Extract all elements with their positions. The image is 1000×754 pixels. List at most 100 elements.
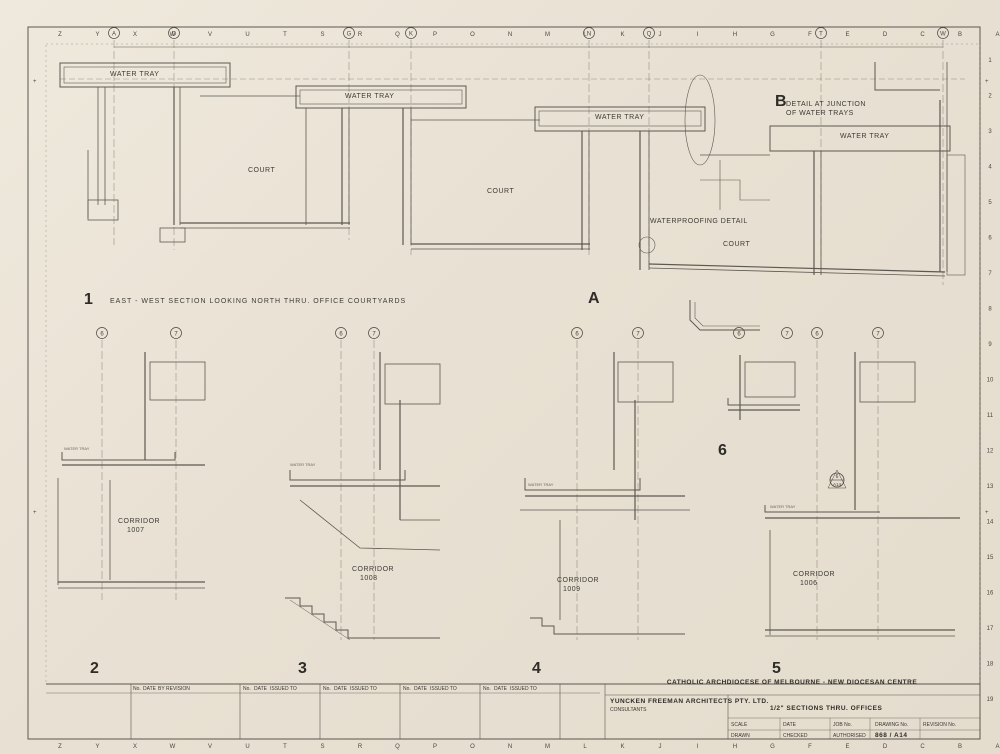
grid-bubble-label: K xyxy=(409,32,413,38)
border-letter: I xyxy=(697,32,699,38)
corridor-label: CORRIDOR xyxy=(557,577,599,584)
court-label-3: COURT xyxy=(723,241,750,248)
border-letter: Y xyxy=(95,744,99,750)
revision-column-header: REVISION xyxy=(166,686,190,692)
detail-callout: 6 A14 xyxy=(827,469,847,489)
issued-column-header: DATE xyxy=(414,686,428,692)
detail-b-title-1: DETAIL AT JUNCTION xyxy=(786,101,866,108)
grid-bubble-label: 6 xyxy=(815,332,819,338)
border-letter: P xyxy=(433,744,437,750)
section-4-drawing xyxy=(520,340,690,640)
border-number: 5 xyxy=(988,200,992,206)
revision-label: REVISION No. xyxy=(923,722,956,728)
grid-bubble xyxy=(108,27,120,39)
authorised-label: AUTHORISED xyxy=(833,733,866,739)
date-label: DATE xyxy=(783,722,797,728)
section-number: 2 xyxy=(90,660,99,677)
grid-bubble xyxy=(632,327,644,339)
border-letter: A xyxy=(995,744,999,750)
detail-a-title: WATERPROOFING DETAIL xyxy=(650,218,748,225)
grid-bubble-label: 6 xyxy=(100,332,104,338)
detail-b-title-2: OF WATER TRAYS xyxy=(786,110,854,117)
border-letter: Z xyxy=(58,32,62,38)
border-letter: J xyxy=(659,744,662,750)
border-letter: T xyxy=(283,32,287,38)
border-number: 2 xyxy=(988,94,992,100)
border-number: 19 xyxy=(987,697,994,703)
water-tray-label-1: WATER TRAY xyxy=(110,71,159,78)
grid-bubble xyxy=(343,27,355,39)
grid-bubble-label: G xyxy=(347,32,352,38)
room-number: 1007 xyxy=(127,527,145,534)
section-1-number: 1 xyxy=(84,291,93,308)
issued-column-header: ISSUED TO xyxy=(430,686,457,692)
border-letter: W xyxy=(170,32,176,38)
drawing-title: 1/2" SECTIONS THRU. OFFICES xyxy=(770,705,882,712)
border-letter: F xyxy=(808,32,812,38)
issued-column-header: ISSUED TO xyxy=(510,686,537,692)
title-consultants: CONSULTANTS xyxy=(610,707,647,713)
section-number: 6 xyxy=(718,442,727,459)
border-letter: K xyxy=(620,32,624,38)
border-letter: P xyxy=(433,32,437,38)
grid-bubble-label: Q xyxy=(647,32,652,38)
border-letter: W xyxy=(170,744,176,750)
revision-column-header: BY xyxy=(158,686,165,692)
border-letter: L xyxy=(583,32,587,38)
border-letter: K xyxy=(620,744,624,750)
border-number: 16 xyxy=(987,591,994,597)
water-tray-label: WATER TRAY xyxy=(528,482,554,487)
section-2-drawing xyxy=(57,340,206,600)
job-no-label: JOB No. xyxy=(833,722,852,728)
border-letter: Y xyxy=(95,32,99,38)
border-number: 6 xyxy=(988,236,992,242)
border-letter: U xyxy=(245,744,249,750)
border-number: 12 xyxy=(987,449,994,455)
water-tray-label-4: WATER TRAY xyxy=(840,133,889,140)
border-letter: D xyxy=(883,744,888,750)
issued-column-header: ISSUED TO xyxy=(350,686,377,692)
border-letter: O xyxy=(470,32,475,38)
grid-bubble-label: 6 xyxy=(575,332,579,338)
water-tray-label: WATER TRAY xyxy=(770,504,796,509)
issued-column-header: DATE xyxy=(494,686,508,692)
revision-column-header: No. xyxy=(133,686,141,692)
grid-bubble-label: 7 xyxy=(636,332,640,338)
border-number: 10 xyxy=(987,378,994,384)
grid-bubble xyxy=(733,327,745,339)
border-number: 1 xyxy=(988,58,992,64)
border-letter: Q xyxy=(395,744,400,750)
room-number: 1006 xyxy=(800,580,818,587)
border-letter: E xyxy=(845,32,849,38)
grid-bubble-label: 7 xyxy=(876,332,880,338)
checked-label: CHECKED xyxy=(783,733,808,739)
section-number: 4 xyxy=(532,660,541,677)
grid-bubble xyxy=(405,27,417,39)
callout-bottom: A14 xyxy=(833,482,842,487)
drawn-label: DRAWN xyxy=(731,733,750,739)
issued-column-header: ISSUED TO xyxy=(270,686,297,692)
grid-bubble xyxy=(872,327,884,339)
detail-a-letter: A xyxy=(588,290,600,307)
border-letter: S xyxy=(320,32,324,38)
border-letter: B xyxy=(958,32,962,38)
border-letter: L xyxy=(583,744,587,750)
border-letter: D xyxy=(883,32,888,38)
border-letter: F xyxy=(808,744,812,750)
border-letter: G xyxy=(770,32,775,38)
corridor-label: CORRIDOR xyxy=(352,566,394,573)
svg-text:+: + xyxy=(33,510,37,516)
section-6-drawing xyxy=(727,355,800,420)
svg-text:+: + xyxy=(985,79,989,85)
water-tray-label-2: WATER TRAY xyxy=(345,93,394,100)
grid-bubble xyxy=(781,327,793,339)
border-letter: J xyxy=(659,32,662,38)
grid-bubble-label: A xyxy=(112,32,116,38)
border-letter: H xyxy=(733,32,737,38)
corridor-label: CORRIDOR xyxy=(118,518,160,525)
border-letter: V xyxy=(208,744,212,750)
sheet-border xyxy=(27,26,981,740)
